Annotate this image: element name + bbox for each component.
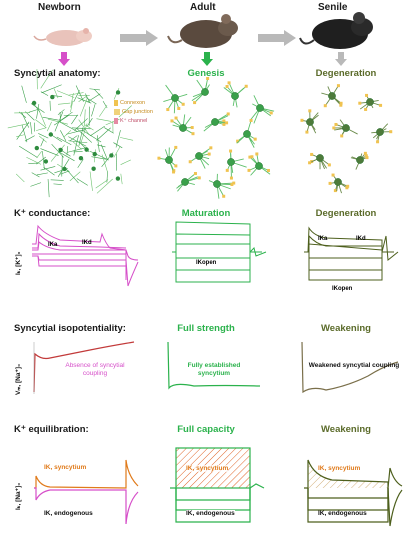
arrow-right-2-icon [258, 30, 296, 46]
equilibration-newborn-syncytium-label: IK, syncytium [44, 464, 87, 471]
legend-connexon: Connexon [120, 100, 146, 106]
isopotentiality-newborn-trace [33, 341, 135, 394]
k-channel-icon [114, 118, 118, 124]
isopotentiality-newborn-note: Absence of syncytial coupling [65, 362, 125, 377]
adult-syncytium-illustration [157, 77, 275, 199]
isopotentiality-senile-trace [301, 341, 399, 394]
isopotentiality-adult-trace [167, 341, 261, 390]
senile-syncytium-illustration [300, 84, 393, 194]
equilibration-senile-label: Weakening [321, 424, 371, 435]
mouse-newborn-icon [33, 28, 92, 46]
section-title-equilibration: K⁺ equilibration: [14, 424, 89, 435]
conductance-newborn-trace [32, 224, 139, 287]
newborn-syncytium-illustration [7, 69, 134, 198]
equilibration-senile-endogenous-label: IK, endogenous [318, 510, 367, 517]
column-header-senile: Senile [318, 2, 348, 13]
equilibration-newborn-endogenous-label: IK, endogenous [44, 510, 93, 517]
conductance-ylabel: Iₖ, [K⁺]₀ [15, 251, 22, 275]
isopotentiality-adult-note: Fully established syncytium [187, 362, 241, 377]
gap-junction-icon [114, 109, 120, 115]
equilibration-senile-syncytium-label: IK, syncytium [318, 465, 361, 472]
equilibration-adult-label: Full capacity [177, 424, 235, 435]
section-title-isopotentiality: Syncytial isopotentiality: [14, 323, 126, 334]
isopotentiality-ylabel: Vₘ, [Na⁺]₀ [15, 364, 22, 395]
down-arrow-adult-icon [201, 52, 213, 66]
conductance-senile-label: Degeneration [315, 208, 377, 219]
isopotentiality-senile-label: Weakening [321, 323, 371, 334]
equilibration-adult-trace [170, 447, 265, 523]
conductance-adult-label: Maturation [181, 208, 231, 219]
anatomy-senile-label: Degeneration [315, 68, 377, 79]
conductance-newborn-IKd: IKd [82, 240, 92, 246]
equilibration-senile-trace [304, 459, 403, 527]
down-arrow-newborn-icon [58, 52, 70, 66]
arrow-right-1-icon [120, 30, 158, 46]
conductance-adult-trace [172, 221, 267, 283]
equilibration-ylabel: Iₖ, [Na⁺]₀ [15, 482, 22, 510]
mouse-senile-icon [299, 12, 373, 49]
connexon-icon [114, 100, 118, 106]
anatomy-legend: Connexon Gap junction K⁺ channel [114, 100, 153, 124]
isopotentiality-senile-note: Weakened syncytial coupling [308, 362, 400, 369]
conductance-newborn-IKa: IKa [48, 242, 58, 248]
section-title-conductance: K⁺ conductance: [14, 208, 91, 219]
column-header-adult: Adult [190, 2, 216, 13]
conductance-senile-IKd: IKd [356, 236, 366, 242]
down-arrow-senile-icon [335, 52, 347, 66]
mouse-adult-icon [167, 14, 238, 48]
section-title-anatomy: Syncytial anatomy: [14, 68, 101, 79]
conductance-senile-IKa: IKa [318, 236, 328, 242]
conductance-senile-trace [304, 226, 399, 281]
equilibration-adult-endogenous-label: IK, endogenous [186, 510, 235, 517]
anatomy-adult-label: Genesis [187, 68, 225, 79]
column-header-newborn: Newborn [38, 2, 81, 13]
legend-k-channel: K⁺ channel [120, 118, 148, 124]
conductance-senile-IKopen: IKopen [332, 286, 353, 292]
isopotentiality-adult-label: Full strength [177, 323, 235, 334]
equilibration-adult-syncytium-label: IK, syncytium [186, 465, 229, 472]
equilibration-newborn-trace [34, 459, 139, 525]
conductance-adult-IKopen: IKopen [196, 260, 217, 266]
legend-gap-junction: Gap junction [122, 109, 153, 115]
